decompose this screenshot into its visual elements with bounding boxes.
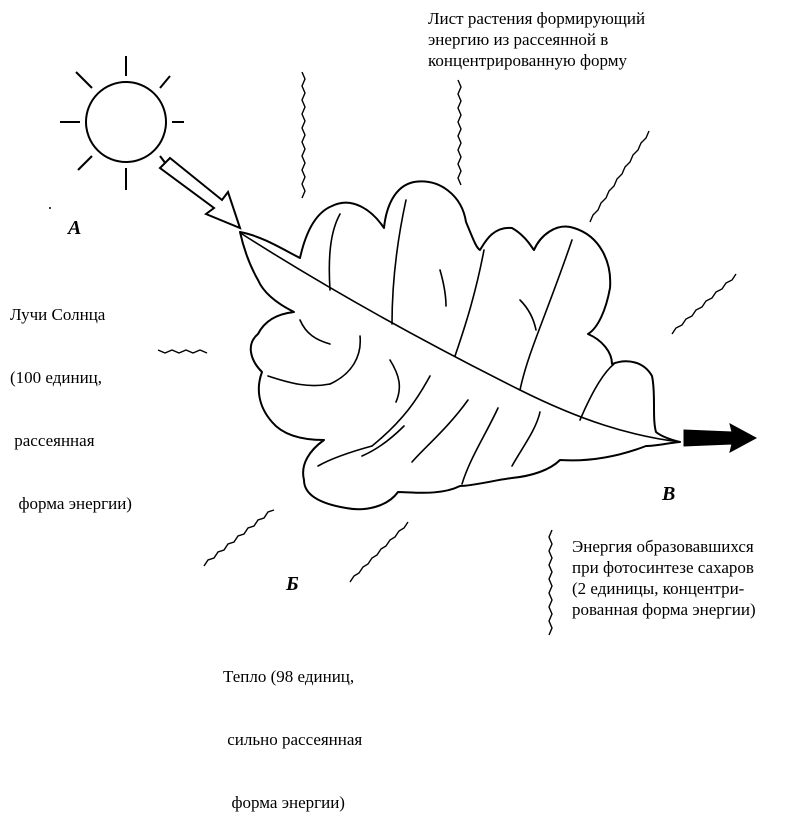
sunlight-caption-line: рассеянная xyxy=(10,430,132,451)
leaf-caption: Лист растения формирующий энергию из рас… xyxy=(428,8,645,71)
sunlight-caption-line: Лучи Солнца xyxy=(10,304,132,325)
sunlight-caption-line: форма энергии) xyxy=(10,493,132,514)
sugar-energy-caption-line: рованная форма энергии) xyxy=(572,599,756,620)
label-b: Б xyxy=(286,574,299,595)
leaf-caption-line: Лист растения формирующий xyxy=(428,8,645,29)
leaf-outline xyxy=(240,181,680,509)
heat-caption: Тепло (98 единиц, сильно рассеянная форм… xyxy=(223,624,362,834)
heat-caption-line: сильно рассеянная xyxy=(223,729,362,750)
label-a: А xyxy=(68,218,81,239)
sugar-energy-arrow xyxy=(684,424,756,452)
leaf-caption-line: концентрированную форму xyxy=(428,50,645,71)
label-v: В xyxy=(662,484,675,505)
sugar-energy-caption-line: (2 единицы, концентри- xyxy=(572,578,756,599)
sunlight-caption-line: (100 единиц, xyxy=(10,367,132,388)
sugar-energy-caption-line: Энергия образовавшихся xyxy=(572,536,756,557)
sugar-energy-caption-line: при фотосинтезе сахаров xyxy=(572,557,756,578)
heat-caption-line: форма энергии) xyxy=(223,792,362,813)
sunlight-caption: Лучи Солнца (100 единиц, рассеянная форм… xyxy=(10,262,132,535)
sunlight-arrow xyxy=(160,158,240,228)
sugar-energy-caption: Энергия образовавшихся при фотосинтезе с… xyxy=(572,536,756,620)
heat-caption-line: Тепло (98 единиц, xyxy=(223,666,362,687)
speck xyxy=(49,207,51,209)
leaf-caption-line: энергию из рассеянной в xyxy=(428,29,645,50)
